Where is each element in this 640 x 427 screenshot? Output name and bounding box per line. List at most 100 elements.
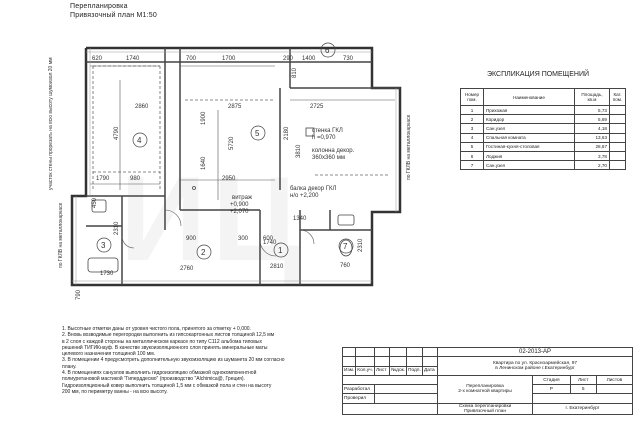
interior-walls <box>86 48 400 285</box>
explication-header-row: Номер пом. Наименование Площадь, кв.м Ка… <box>460 88 626 106</box>
dim-mid-6: 1340 <box>293 216 307 222</box>
row-name: Спальная комната <box>483 132 575 143</box>
explication-header: Наименование <box>483 88 575 106</box>
drawing-name-cell: Схема перепланировки Привязочный план <box>437 402 534 415</box>
note-line: целевого назначения толщиной 100 мм. <box>62 351 156 358</box>
row-number: 5 <box>460 141 484 152</box>
general-notes: 1. Высотные отметки даны от уровня чисто… <box>62 326 317 395</box>
object-cell: Перепланировка 2-х комнатной квартиры <box>437 374 534 404</box>
dim-top-4: 1700 <box>222 56 236 62</box>
dim-mid-5: 2810 <box>270 264 284 270</box>
dim-small-1: 900 <box>186 236 197 242</box>
decor-column <box>305 127 315 137</box>
row-area: 4,18 <box>574 123 610 134</box>
stamp-col-podp: Подп. <box>406 365 424 376</box>
dim-room4-w: 2860 <box>135 104 149 110</box>
row-name: Прихожая <box>483 104 575 116</box>
row-name: Гостиная-кухня-столовая <box>483 141 575 152</box>
dim-small-3: 600 <box>263 236 274 242</box>
gkl-wall-height: h =0,970 <box>312 135 336 141</box>
explication-header: Номер пом. <box>460 88 484 106</box>
note-line: плану. <box>62 363 77 370</box>
top-dimensions: 620 1740 700 1700 290 1400 730 2860 2875… <box>92 56 354 277</box>
door-swings <box>121 209 315 257</box>
stamp-col-izm: Изм. <box>341 365 357 376</box>
note-line: 2. Вновь возводимые перегородки выполнит… <box>62 332 275 339</box>
dim-top-7: 730 <box>343 56 354 62</box>
dim-room5b-w: 2725 <box>310 104 324 110</box>
wall-hatch <box>72 48 397 285</box>
washbasin <box>91 199 107 213</box>
row-area: 13,63 <box>574 132 610 143</box>
elevation-2: +2,070 <box>230 209 249 215</box>
dim-mid-4: 1740 <box>263 240 277 246</box>
gkl-wall-label: стенка ГКЛ <box>312 128 343 134</box>
address-line1: Квартира по ул. Красноармейская, 97 <box>492 361 578 367</box>
stamp-col-ndok: №док. <box>388 365 408 376</box>
room-1-number: 1 <box>278 246 283 255</box>
vertical-dimensions: 4790 5720 1640 1900 2310 2310 790 450 38… <box>76 67 364 300</box>
row-number: 6 <box>460 150 484 162</box>
address-line2: в Ленинском районе г.Екатеринбург <box>495 366 575 372</box>
dim-v-5: 2310 <box>114 221 120 235</box>
vitrage-label: витраж <box>232 195 252 201</box>
row-number: 2 <box>460 114 484 125</box>
explication-table: Номер пом. Наименование Площадь, кв.м Ка… <box>460 88 626 171</box>
dim-bot-1: 1730 <box>100 271 114 277</box>
dimension-lines <box>90 65 395 200</box>
row-category <box>609 104 626 116</box>
room-5-number: 5 <box>255 129 260 138</box>
explication-header: Площадь, кв.м <box>574 88 610 106</box>
row-number: 3 <box>460 123 484 134</box>
dim-bot-3: 760 <box>340 263 351 269</box>
side-note-right: по ГКЛВ на металлокаркасе <box>406 114 412 180</box>
row-area: 5,69 <box>574 114 610 125</box>
room-2-number: 2 <box>201 248 206 257</box>
dim-room5-w: 2875 <box>228 104 242 110</box>
note-line: 200 мм, по периметру ванны - на всю высо… <box>62 388 168 395</box>
dim-v-11: 810 <box>292 67 298 78</box>
stamp-col-list: Лист <box>374 365 390 376</box>
dim-v-10: 2180 <box>284 126 290 140</box>
row-category <box>609 150 626 162</box>
sink <box>337 214 355 226</box>
dim-mid-1: 1790 <box>96 176 110 182</box>
room-4-number: 4 <box>137 136 142 145</box>
sheets-header: Листов <box>595 374 634 386</box>
elevation-1: +0,900 <box>230 202 249 208</box>
outer-walls <box>70 46 402 287</box>
drawing-code: 02-2013-АР <box>437 346 633 358</box>
row-area: 3,78 <box>574 150 610 162</box>
dim-bot-2: 2760 <box>180 266 194 272</box>
plan-annotations: стенка ГКЛ h =0,970 колонна декор. 360x3… <box>230 128 355 215</box>
sheet-title-line2: Привязочный план М1:50 <box>70 12 157 19</box>
fixtures <box>87 127 355 273</box>
beam-height: н/о +2,200 <box>290 193 319 199</box>
object-line2: 2-х комнатной квартиры <box>458 389 512 395</box>
insulation-dashed <box>92 65 390 190</box>
address-cell: Квартира по ул. Красноармейская, 97 в Ле… <box>437 356 633 376</box>
explication-header: Кат. пом. <box>609 88 626 106</box>
row-area: 5,73 <box>574 104 610 116</box>
note-line: Гидроизоляционный ковер выполнить толщин… <box>62 382 272 389</box>
dim-v-1: 4790 <box>114 126 120 140</box>
side-notes: участок стены прорезать на всю высоту шу… <box>48 57 412 268</box>
dim-v-8: 450 <box>92 197 98 208</box>
dim-mid-2: 980 <box>130 176 141 182</box>
room-6-number: 6 <box>325 46 330 55</box>
dim-top-1: 620 <box>92 56 103 62</box>
note-line: 3. В помещении 4 предусмотреть дополните… <box>62 357 285 364</box>
row-number: 4 <box>460 132 484 143</box>
dim-mid-3: 2950 <box>222 176 236 182</box>
row-number: 7 <box>460 160 484 171</box>
sheet-value: 5 <box>569 384 597 395</box>
dim-top-5: 290 <box>283 56 294 62</box>
dim-v-2: 5720 <box>229 136 235 150</box>
